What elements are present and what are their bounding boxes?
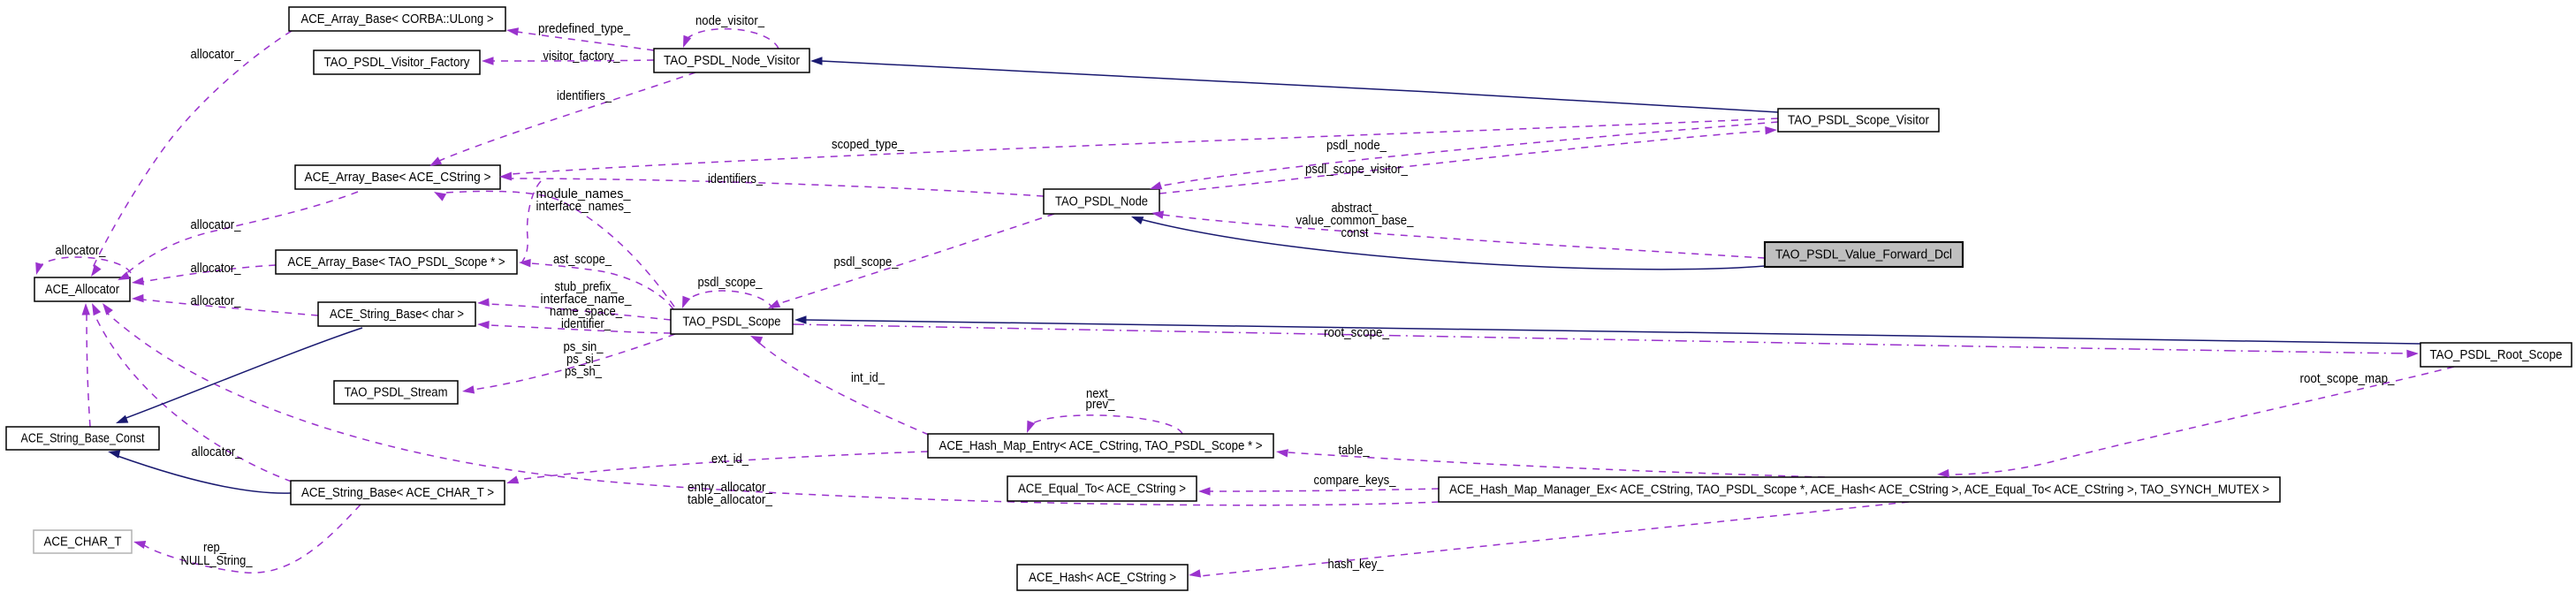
svg-text:allocator_: allocator_ [191,47,242,62]
svg-text:ps_si_: ps_si_ [566,352,601,367]
svg-text:table_: table_ [1339,443,1371,458]
svg-text:TAO_PSDL_Scope_Visitor: TAO_PSDL_Scope_Visitor [1788,113,1929,128]
svg-text:prev_: prev_ [1086,397,1116,412]
svg-text:predefined_type_: predefined_type_ [538,21,631,36]
svg-text:ACE_String_Base< char >: ACE_String_Base< char > [330,307,464,322]
svg-text:name_space_: name_space_ [550,304,623,319]
svg-text:ACE_Allocator: ACE_Allocator [45,282,119,297]
svg-text:psdl_scope_visitor_: psdl_scope_visitor_ [1305,162,1409,177]
svg-text:TAO_PSDL_Node_Visitor: TAO_PSDL_Node_Visitor [664,53,800,68]
svg-text:visitor_factory_: visitor_factory_ [543,49,621,64]
svg-text:ps_sh_: ps_sh_ [565,364,603,379]
svg-text:const: const [1341,225,1370,240]
svg-text:rep_: rep_ [203,540,227,555]
svg-text:allocator_: allocator_ [191,217,242,232]
svg-text:ast_scope_: ast_scope_ [553,252,612,267]
svg-text:scoped_type_: scoped_type_ [832,137,905,152]
svg-text:node_visitor_: node_visitor_ [695,13,765,28]
svg-text:NULL_String_: NULL_String_ [181,553,254,568]
svg-text:TAO_PSDL_Visitor_Factory: TAO_PSDL_Visitor_Factory [324,55,470,70]
svg-text:allocator_: allocator_ [191,261,242,276]
svg-text:identifier_: identifier_ [561,316,612,331]
svg-text:ACE_Array_Base< ACE_CString >: ACE_Array_Base< ACE_CString > [305,170,491,185]
svg-text:ext_id_: ext_id_ [711,452,749,467]
svg-text:allocator_: allocator_ [191,293,242,308]
svg-text:stub_prefix_: stub_prefix_ [555,279,619,294]
svg-text:ACE_String_Base< ACE_CHAR_T >: ACE_String_Base< ACE_CHAR_T > [301,485,494,500]
svg-text:ACE_Hash_Map_Manager_Ex< ACE_C: ACE_Hash_Map_Manager_Ex< ACE_CString, TA… [1449,482,2269,497]
svg-text:TAO_PSDL_Node: TAO_PSDL_Node [1055,194,1148,209]
svg-text:psdl_scope_: psdl_scope_ [698,275,764,290]
svg-text:TAO_PSDL_Value_Forward_Dcl: TAO_PSDL_Value_Forward_Dcl [1775,247,1952,262]
svg-text:allocator_: allocator_ [192,444,243,459]
svg-text:ACE_Hash_Map_Entry< ACE_CStrin: ACE_Hash_Map_Entry< ACE_CString, TAO_PSD… [939,438,1263,453]
svg-text:root_scope_map_: root_scope_map_ [2300,371,2396,386]
svg-text:identifiers_: identifiers_ [557,88,612,103]
svg-text:interface_names_: interface_names_ [536,199,632,214]
svg-text:ACE_Hash< ACE_CString >: ACE_Hash< ACE_CString > [1029,570,1176,585]
svg-text:compare_keys_: compare_keys_ [1314,473,1397,488]
svg-text:psdl_scope_: psdl_scope_ [834,254,900,270]
svg-text:abstract_: abstract_ [1332,201,1379,216]
svg-text:ACE_Array_Base< CORBA::ULong >: ACE_Array_Base< CORBA::ULong > [301,11,494,27]
svg-text:psdl_node_: psdl_node_ [1326,138,1387,153]
svg-text:TAO_PSDL_Root_Scope: TAO_PSDL_Root_Scope [2430,347,2563,362]
svg-text:ACE_CHAR_T: ACE_CHAR_T [44,535,122,550]
svg-text:interface_name_: interface_name_ [541,292,633,307]
svg-text:root_scope_: root_scope_ [1324,325,1390,340]
svg-text:table_allocator_: table_allocator_ [688,492,773,507]
svg-text:TAO_PSDL_Stream: TAO_PSDL_Stream [345,385,448,400]
svg-text:value_common_base_: value_common_base_ [1296,213,1415,228]
svg-text:TAO_PSDL_Scope: TAO_PSDL_Scope [683,315,781,330]
svg-text:ACE_Array_Base< TAO_PSDL_Scope: ACE_Array_Base< TAO_PSDL_Scope * > [288,254,505,270]
svg-text:ACE_String_Base_Const: ACE_String_Base_Const [21,431,146,446]
svg-text:next_: next_ [1086,386,1115,401]
svg-text:allocator_: allocator_ [56,243,107,258]
svg-text:identifiers_: identifiers_ [708,171,764,186]
svg-text:ACE_Equal_To< ACE_CString >: ACE_Equal_To< ACE_CString > [1018,482,1186,497]
svg-text:ps_sin_: ps_sin_ [564,339,604,354]
svg-text:entry_allocator_: entry_allocator_ [688,480,773,495]
svg-text:module_names_: module_names_ [536,186,632,201]
svg-text:hash_key_: hash_key_ [1328,557,1385,572]
svg-text:int_id_: int_id_ [851,370,885,385]
